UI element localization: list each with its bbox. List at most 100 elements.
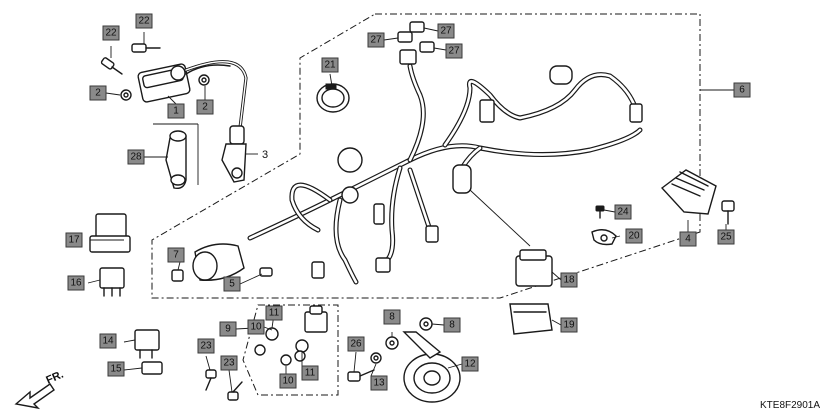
coil-nut-left[interactable] (120, 89, 132, 101)
svg-text:10: 10 (282, 376, 294, 387)
svg-text:1: 1 (173, 106, 179, 117)
svg-text:7: 7 (173, 250, 179, 261)
svg-text:8: 8 (389, 312, 395, 323)
callout-11: 11 (265, 305, 283, 321)
harness-group-outline (151, 13, 701, 299)
callout-9: 9 (219, 321, 237, 337)
svg-text:2: 2 (202, 102, 208, 113)
callout-25: 25 (717, 229, 735, 245)
callout-27: 27 (445, 43, 463, 59)
svg-text:25: 25 (720, 232, 732, 243)
svg-text:5: 5 (229, 279, 235, 290)
horn-bolt[interactable] (347, 369, 375, 382)
spark-plug-cap-alt[interactable] (165, 130, 187, 190)
spark-plug-cap[interactable] (221, 125, 247, 183)
callout-6: 6 (733, 82, 751, 98)
callout-20: 20 (625, 228, 643, 244)
horn-nut[interactable] (370, 352, 382, 364)
callout-2: 2 (196, 99, 214, 115)
connector-15[interactable] (141, 361, 163, 375)
washer-lower[interactable] (385, 336, 399, 350)
svg-text:13: 13 (373, 378, 385, 389)
regulator-bolt[interactable] (721, 200, 735, 225)
callout-5: 5 (223, 276, 241, 292)
callout-17: 17 (65, 232, 83, 248)
callout-21: 21 (321, 57, 339, 73)
coil-bolt-lower[interactable] (100, 57, 123, 75)
svg-text:12: 12 (464, 359, 476, 370)
callout-13: 13 (370, 375, 388, 391)
ignition-coil[interactable] (137, 60, 248, 130)
washer-upper[interactable] (419, 317, 433, 331)
relay-group-outline (242, 304, 339, 396)
callout-8: 8 (443, 317, 461, 333)
callout-7: 7 (167, 247, 185, 263)
front-direction-arrow: FR. (14, 369, 65, 410)
svg-text:6: 6 (739, 85, 745, 96)
svg-text:27: 27 (448, 46, 460, 57)
callout-3: 3 (262, 149, 268, 161)
svg-text:2: 2 (95, 88, 101, 99)
svg-text:19: 19 (563, 320, 575, 331)
relay-16[interactable] (99, 267, 125, 297)
coil-nut-right[interactable] (198, 74, 210, 86)
svg-text:10: 10 (250, 322, 262, 333)
callout-14: 14 (99, 333, 117, 349)
callout-28: 28 (127, 149, 145, 165)
callout-16: 16 (67, 275, 85, 291)
callout-12: 12 (461, 356, 479, 372)
callout-23: 23 (197, 338, 215, 354)
svg-text:24: 24 (617, 207, 629, 218)
svg-text:14: 14 (102, 336, 114, 347)
callout-15: 15 (107, 361, 125, 377)
wire-harness[interactable] (247, 49, 643, 285)
cap-nut[interactable] (171, 269, 184, 282)
callout-2: 2 (89, 85, 107, 101)
relay-17[interactable] (89, 213, 131, 253)
clip-20[interactable] (591, 229, 617, 246)
callout-10: 10 (279, 373, 297, 389)
callout-27: 27 (367, 32, 385, 48)
svg-text:27: 27 (440, 26, 452, 37)
unit-cover-19[interactable] (509, 303, 553, 335)
callout-11: 11 (301, 365, 319, 381)
direction-label: FR. (44, 369, 65, 387)
callout-22: 22 (102, 25, 120, 41)
callout-24: 24 (614, 204, 632, 220)
regulator-rectifier[interactable] (660, 169, 717, 215)
connector-5[interactable] (259, 267, 273, 277)
harness-band[interactable] (316, 83, 350, 113)
callout-23: 23 (220, 355, 238, 371)
coil-bolt-upper[interactable] (131, 43, 161, 53)
svg-text:16: 16 (70, 278, 82, 289)
control-unit-18[interactable] (515, 249, 553, 287)
svg-text:15: 15 (110, 364, 122, 375)
callout-10: 10 (247, 319, 265, 335)
svg-text:11: 11 (305, 368, 316, 379)
callout-27: 27 (437, 23, 455, 39)
svg-text:23: 23 (223, 358, 235, 369)
svg-text:27: 27 (370, 35, 382, 46)
svg-text:18: 18 (563, 275, 575, 286)
starter-relay[interactable] (304, 305, 328, 333)
bolt-23-upper[interactable] (205, 369, 217, 391)
callout-22: 22 (135, 13, 153, 29)
svg-text:21: 21 (324, 60, 336, 71)
fuse-cluster[interactable] (397, 21, 435, 53)
svg-text:17: 17 (68, 235, 80, 246)
relay-14[interactable] (134, 329, 160, 359)
callout-26: 26 (347, 336, 365, 352)
svg-text:23: 23 (200, 341, 212, 352)
harness-grommet[interactable] (192, 243, 245, 281)
svg-text:22: 22 (138, 16, 150, 27)
horn[interactable] (402, 331, 461, 403)
svg-text:8: 8 (449, 320, 455, 331)
svg-text:11: 11 (269, 308, 280, 319)
callout-4: 4 (679, 231, 697, 247)
callout-18: 18 (560, 272, 578, 288)
bolt-23-lower[interactable] (227, 381, 243, 401)
svg-text:9: 9 (225, 324, 231, 335)
screw-24[interactable] (595, 205, 605, 219)
svg-text:4: 4 (685, 234, 691, 245)
